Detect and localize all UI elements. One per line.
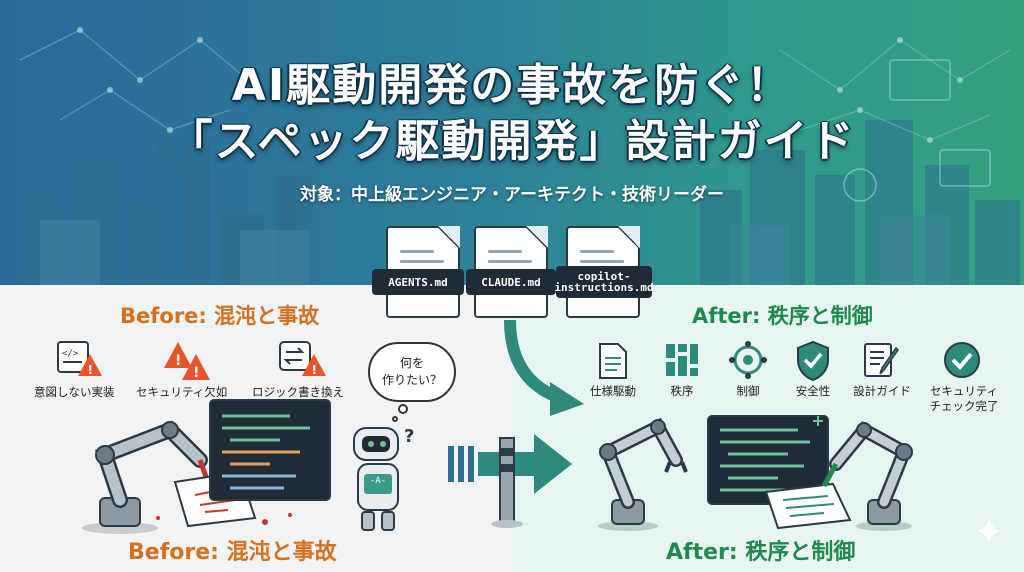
copilot-instructions-label: copilot- instructions.md (554, 266, 654, 298)
before-heading: Before: 混沌と事故 (120, 304, 320, 328)
grid-icon (666, 344, 698, 376)
svg-text:?: ? (404, 426, 414, 447)
code-warning-icon: </> ! (57, 341, 102, 377)
issue-label-unintended-impl: 意図しない実装 (34, 385, 115, 399)
feature-label-order: 秩序 (670, 384, 694, 398)
bubble-tail-dot (398, 404, 408, 414)
pencil-note-icon (864, 343, 899, 377)
feature-label-design-guide: 設計ガイド (853, 384, 911, 398)
svg-text:</>: </> (62, 349, 79, 359)
svg-text:!: ! (88, 363, 93, 377)
feature-label-security-check: セキュリティ チェック完了 (929, 384, 999, 413)
target-icon (729, 341, 767, 379)
orderly-robot-arms-illustration (598, 415, 913, 531)
sparkle-icon (976, 518, 1002, 544)
document-icon (599, 343, 627, 379)
bubble-tail-dot (392, 416, 398, 422)
robot-icon: ? (353, 426, 414, 531)
svg-text:!: ! (175, 353, 181, 369)
before-caption: Before: 混沌と事故 (128, 540, 337, 565)
feature-label-control: 制御 (736, 384, 760, 398)
chaotic-robot-arm-illustration (82, 399, 331, 534)
check-circle-icon (944, 342, 980, 378)
feature-label-spec-driven: 仕様駆動 (590, 384, 636, 398)
agents-md-label: AGENTS.md (372, 269, 464, 295)
svg-text:!: ! (312, 363, 317, 377)
swap-warning-icon: ! (279, 341, 326, 377)
issue-label-logic-rewrite: ロジック書き換え (252, 385, 344, 399)
issue-label-security-missing: セキュリティ欠如 (136, 385, 228, 399)
speech-bubble-text: 何を 作りたい？ (381, 356, 442, 387)
feature-label-safety: 安全性 (795, 384, 831, 398)
main-title-line-1: AI駆動開発の事故を防ぐ！ (231, 60, 793, 111)
svg-text:!: ! (193, 365, 199, 381)
after-caption: After: 秩序と制御 (666, 540, 856, 565)
flow-arrow-icon (504, 319, 584, 416)
target-audience-subtitle: 対象：中上級エンジニア・アーキテクト・技術リーダー (300, 185, 724, 205)
after-heading: After: 秩序と制御 (692, 304, 873, 328)
city-skyline-illustration (19, 27, 1020, 290)
transition-arrow-icon (448, 434, 572, 528)
main-title-line-2: 「スペック駆動開発」設計ガイド (168, 116, 856, 167)
speech-bubble: 何を 作りたい？ (368, 342, 456, 402)
claude-md-label: CLAUDE.md (466, 269, 556, 295)
warning-icon: ! ! (164, 342, 210, 381)
robot-screen-text: -A- (369, 476, 387, 486)
shield-check-icon (797, 340, 829, 382)
